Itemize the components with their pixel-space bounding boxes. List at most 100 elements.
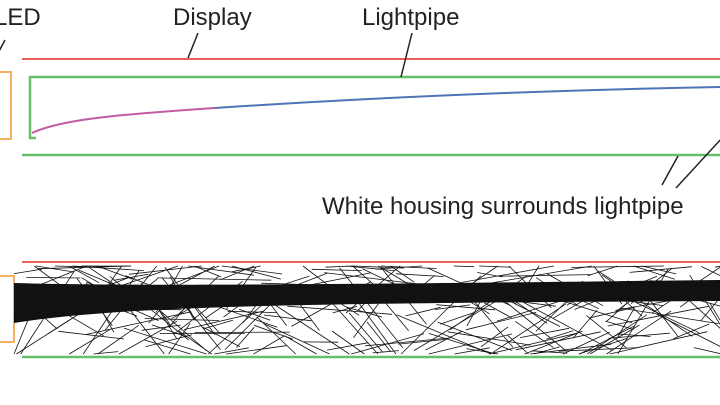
ray-line: [113, 273, 149, 281]
ray-line: [208, 301, 266, 355]
ray-line: [524, 330, 583, 355]
ray-line: [428, 333, 513, 355]
ray-line: [440, 312, 474, 325]
ray-line: [287, 305, 393, 315]
ray-line: [123, 327, 207, 355]
ray-line: [221, 265, 283, 275]
ray-line: [188, 265, 255, 276]
ray-line: [533, 346, 560, 355]
housing-label: White housing surrounds lightpipe: [322, 193, 684, 220]
ray-line: [325, 265, 354, 268]
ray-line: [365, 337, 451, 347]
ray-line: [606, 303, 627, 322]
ray-line: [515, 321, 554, 348]
brightness-curve-near-led: [31, 107, 216, 134]
ray-line: [231, 265, 281, 280]
ray-line: [97, 324, 140, 355]
lightpipe-outline-top: [28, 75, 720, 140]
housing-leader-a: [661, 155, 679, 186]
ray-line: [629, 266, 693, 273]
ray-line: [203, 319, 234, 330]
ray-line: [156, 307, 207, 351]
ray-line: [93, 351, 119, 355]
ray-line: [398, 339, 446, 345]
ray-line: [606, 310, 672, 355]
ray-line: [535, 299, 568, 332]
ray-line: [183, 310, 264, 330]
ray-line: [357, 301, 397, 355]
ray-line: [348, 312, 383, 352]
display-leader: [187, 32, 199, 59]
ray-line: [530, 343, 612, 355]
ray-line: [253, 335, 285, 355]
ray-line: [572, 309, 598, 339]
ray-line: [193, 265, 222, 278]
display-label: Display: [173, 4, 252, 31]
ray-bundle-band: [14, 280, 720, 323]
brightness-curve-far: [214, 86, 720, 109]
ray-line: [264, 323, 330, 355]
led-leader: [0, 39, 6, 51]
ray-line: [168, 322, 191, 355]
ray-line: [483, 265, 592, 285]
ray-line: [454, 347, 490, 355]
ray-line: [484, 302, 512, 319]
ray-line: [214, 347, 249, 355]
ray-line: [578, 338, 627, 355]
ray-line: [425, 331, 462, 351]
led-box-bottom: [0, 275, 15, 343]
ray-line: [116, 265, 179, 288]
ray-line: [58, 330, 125, 340]
ray-line: [37, 265, 87, 286]
ray-line: [36, 265, 75, 273]
ray-line: [499, 274, 591, 277]
ray-line: [227, 310, 277, 313]
ray-line: [144, 318, 219, 321]
ray-line: [385, 302, 409, 331]
ray-line: [236, 327, 255, 348]
ray-line: [311, 268, 362, 271]
ray-line: [693, 347, 720, 354]
ray-line: [546, 330, 574, 340]
ray-line: [434, 304, 471, 310]
bottom-panel: [0, 261, 720, 359]
ray-line: [118, 320, 178, 355]
ray-line: [226, 345, 287, 355]
ray-line: [605, 320, 634, 330]
top-panel: LED Display Lightpipe White housing surr…: [0, 4, 720, 220]
ray-line: [157, 277, 272, 281]
ray-line: [607, 305, 710, 327]
led-label: LED: [0, 4, 41, 31]
ray-line: [331, 330, 365, 355]
ray-line: [390, 265, 415, 283]
ray-line: [376, 265, 423, 270]
ray-line: [256, 316, 296, 355]
ray-line: [552, 299, 586, 319]
ray-line: [395, 273, 444, 277]
ray-line: [479, 265, 512, 268]
ray-line: [714, 265, 720, 268]
ray-line: [673, 323, 710, 340]
ray-line: [26, 277, 81, 279]
ray-line: [162, 265, 220, 289]
ray-line: [633, 265, 675, 280]
ray-line: [396, 314, 492, 355]
ray-line: [465, 312, 537, 331]
ray-line: [405, 306, 441, 317]
ray-line: [468, 294, 514, 348]
ray-line: [284, 335, 317, 355]
ray-line: [636, 302, 700, 334]
ray-line: [263, 314, 312, 322]
ray-line: [151, 324, 187, 338]
lightpipe-leader: [400, 32, 413, 78]
ray-line: [217, 306, 278, 328]
ray-line: [68, 265, 100, 284]
ray-line: [609, 331, 708, 355]
ray-line: [709, 303, 720, 321]
ray-line: [571, 265, 665, 268]
led-box-top: [0, 71, 12, 140]
ray-line: [238, 308, 271, 321]
ray-line: [326, 342, 369, 351]
ray-line: [587, 265, 618, 277]
